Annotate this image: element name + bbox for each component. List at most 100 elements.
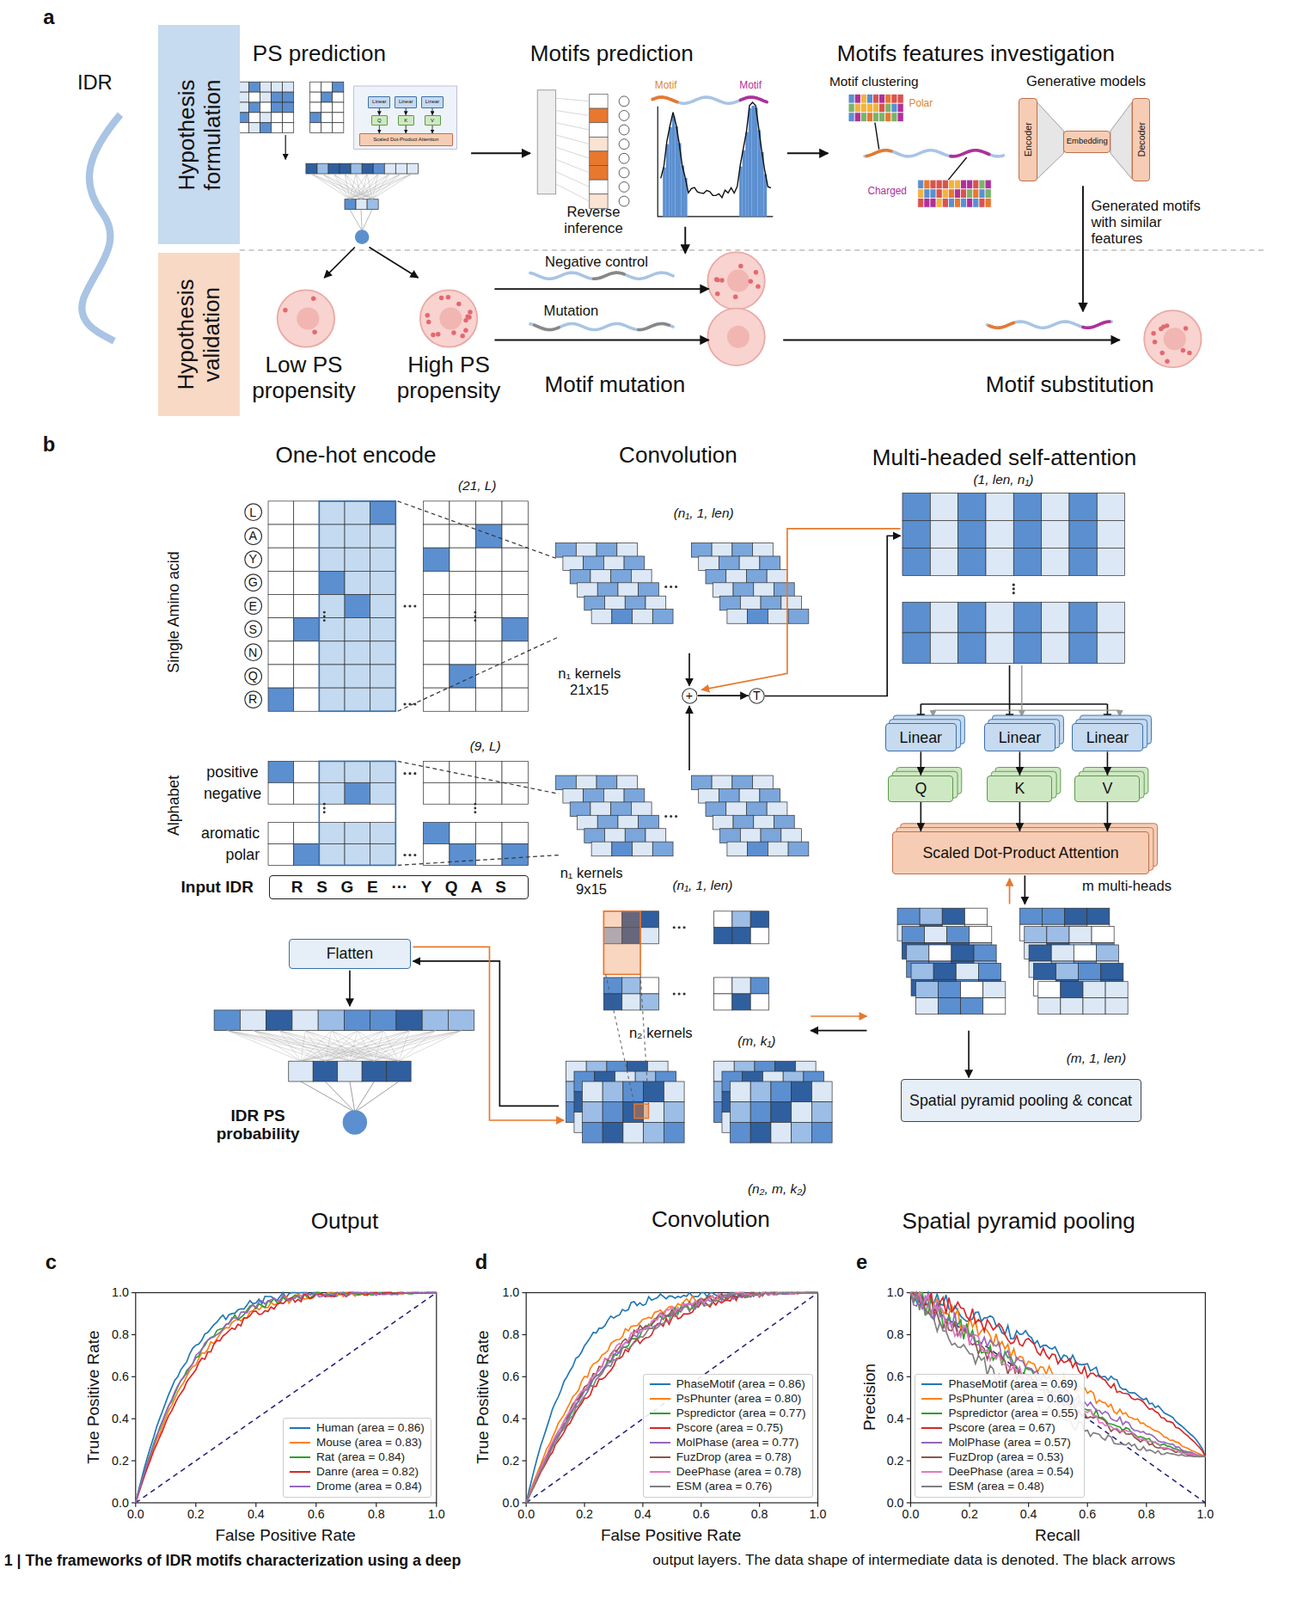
art-cell xyxy=(344,594,371,618)
art-cell xyxy=(866,112,873,123)
art-cell xyxy=(750,977,769,994)
art-circle xyxy=(446,294,451,300)
connector-arrow xyxy=(379,125,380,134)
legend-text: Rat (area = 0.84) xyxy=(316,1450,405,1465)
node-text: Linear xyxy=(372,98,386,105)
legend-text: Pscore (area = 0.75) xyxy=(676,1420,784,1436)
node-text: Linear xyxy=(425,98,440,105)
art-cell xyxy=(260,112,272,123)
art-cell xyxy=(344,501,371,525)
process-box: Linear xyxy=(1071,722,1144,752)
art-cell xyxy=(891,94,898,105)
art-cell xyxy=(879,112,886,123)
legend-entry: Pscore (area = 0.75) xyxy=(649,1420,807,1436)
art-cell xyxy=(596,775,618,790)
legend-sample xyxy=(649,1441,671,1444)
legend-entry: MolPhase (area = 0.57) xyxy=(921,1435,1078,1451)
node-text: K xyxy=(403,117,408,124)
art-cell xyxy=(930,189,937,199)
art-cell xyxy=(1033,962,1056,979)
art-cell xyxy=(248,112,260,123)
art-cell xyxy=(985,632,1014,664)
art-line xyxy=(305,1030,374,1062)
art-circle xyxy=(439,306,462,330)
art-line xyxy=(322,173,373,200)
art-cell xyxy=(732,927,751,944)
art-cell xyxy=(726,801,747,817)
art-cell xyxy=(854,112,861,123)
art-cell xyxy=(449,617,477,642)
art-cell xyxy=(367,199,379,210)
art-cell xyxy=(773,582,795,598)
art-cell xyxy=(750,1081,771,1102)
art-cell xyxy=(930,632,958,664)
art-cell xyxy=(902,520,931,548)
art-line xyxy=(494,338,709,341)
process-box: V xyxy=(1074,775,1140,802)
node-text: L xyxy=(249,505,257,520)
tick-label: 0.8 xyxy=(1138,1505,1156,1520)
art-line xyxy=(195,1502,196,1507)
art-cell xyxy=(475,687,502,711)
legend-entry: FuzDrop (area = 0.78) xyxy=(649,1450,807,1465)
art-cell xyxy=(742,150,747,217)
art-cell xyxy=(268,570,294,594)
text-label: (n₂, m, k₂) xyxy=(747,1180,807,1197)
art-cell xyxy=(978,962,1001,979)
art-circle xyxy=(664,585,667,588)
circle-node: A xyxy=(244,526,263,545)
art-cell xyxy=(370,760,397,783)
art-circle xyxy=(753,269,759,275)
art-cell xyxy=(729,1121,751,1143)
art-circle xyxy=(618,167,630,178)
art-cell xyxy=(770,1121,792,1143)
legend-text: Pspredictor (area = 0.77) xyxy=(676,1406,807,1421)
legend-entry: Mouse (area = 0.83) xyxy=(289,1435,425,1451)
art-cell xyxy=(951,944,974,961)
tick-label: 0.4 xyxy=(1020,1505,1038,1520)
art-cell xyxy=(1013,601,1041,633)
art-cell xyxy=(268,822,294,845)
art-cell xyxy=(266,1009,293,1031)
art-cell xyxy=(760,595,782,611)
process-box: Scaled Dot-Product Attention xyxy=(359,133,453,146)
tick-label: 1.0 xyxy=(111,1284,129,1299)
art-cell xyxy=(1013,632,1041,664)
art-cell xyxy=(422,664,450,688)
legend-text: Pspredictor (area = 0.55) xyxy=(948,1406,1078,1421)
legend-sample xyxy=(921,1485,943,1487)
art-cell xyxy=(788,609,809,625)
art-line xyxy=(660,102,771,198)
sequence-line xyxy=(864,150,1004,157)
legend-sample xyxy=(921,1426,943,1429)
art-cell xyxy=(1041,547,1070,576)
text-label: Precision xyxy=(860,1363,880,1431)
art-circle xyxy=(1159,350,1164,355)
text-label: e xyxy=(856,1250,868,1274)
art-cell xyxy=(581,1081,603,1102)
art-line xyxy=(253,1030,375,1062)
art-circle xyxy=(733,294,738,300)
art-cell xyxy=(1038,997,1061,1015)
art-cell xyxy=(248,102,260,113)
sequence-line xyxy=(740,97,767,103)
art-cell xyxy=(643,1081,665,1102)
art-cell xyxy=(942,189,949,199)
art-cell xyxy=(370,687,397,711)
art-cell xyxy=(713,993,732,1010)
art-cell xyxy=(475,641,502,665)
art-line xyxy=(349,173,368,200)
art-cell xyxy=(902,547,931,576)
art-cell xyxy=(985,601,1014,633)
art-line xyxy=(397,636,559,712)
art-circle xyxy=(439,295,444,300)
art-cell xyxy=(318,760,396,865)
art-circle xyxy=(473,611,477,614)
art-cell xyxy=(712,814,734,830)
art-cell xyxy=(860,103,867,113)
art-cell xyxy=(698,556,720,571)
art-cell xyxy=(891,103,898,113)
art-line xyxy=(134,1502,136,1507)
text-label: One-hot encode xyxy=(275,441,436,468)
